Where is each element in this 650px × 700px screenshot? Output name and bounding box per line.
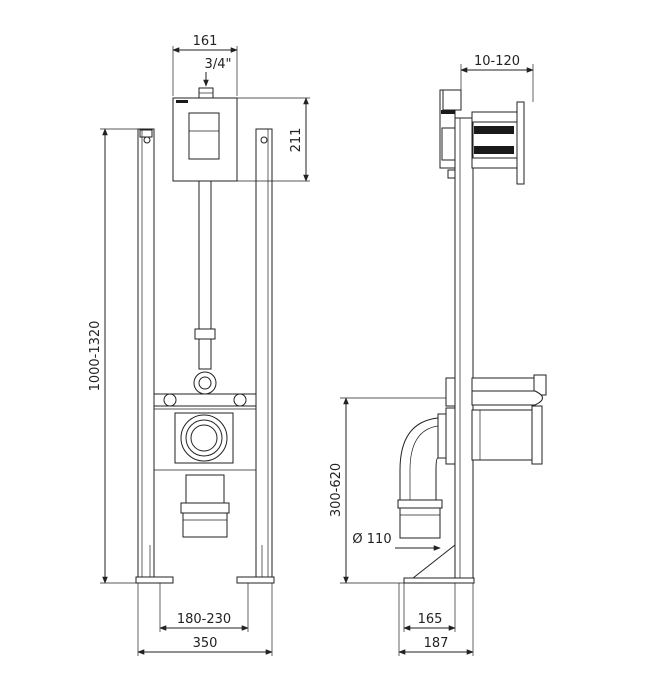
pipe-elbow: [193, 371, 217, 395]
dim-top-width: 161: [193, 34, 218, 49]
dim-drain-diameter: Ø 110: [352, 532, 391, 547]
right-upright: [255, 128, 273, 582]
dim-depth-inner: 165: [418, 612, 443, 627]
mounting-bolt: [471, 377, 535, 393]
dim-frame-width: 350: [193, 636, 218, 651]
drain-spigot: [471, 409, 533, 461]
dim-frame-height: 1000-1320: [88, 321, 103, 392]
dim-wall-gap: 10-120: [474, 54, 520, 69]
dim-drain-spacing: 180-230: [177, 612, 231, 627]
right-foot: [236, 576, 275, 584]
cistern: [172, 97, 238, 182]
front-view: [135, 87, 275, 584]
flush-opening: [188, 112, 220, 160]
side-view: [397, 89, 547, 584]
dim-drain-height: 300-620: [329, 463, 344, 517]
dim-depth-outer: 187: [424, 636, 449, 651]
outlet-pipe: [185, 474, 225, 504]
dimension-lines: [100, 46, 534, 656]
dimension-labels: 161 3/4" 211 1000-1320 180-230 350 10-12…: [88, 34, 520, 651]
flush-pipe: [198, 180, 212, 330]
left-foot: [135, 576, 174, 584]
support-bar: [153, 393, 257, 407]
wall-bracket: [516, 101, 525, 185]
dim-connection: 3/4": [205, 57, 232, 72]
side-foot: [406, 543, 456, 583]
left-upright: [137, 128, 155, 582]
side-upright: [454, 117, 474, 583]
drain-elbow: [399, 417, 439, 501]
dim-tank-height: 211: [289, 128, 304, 153]
